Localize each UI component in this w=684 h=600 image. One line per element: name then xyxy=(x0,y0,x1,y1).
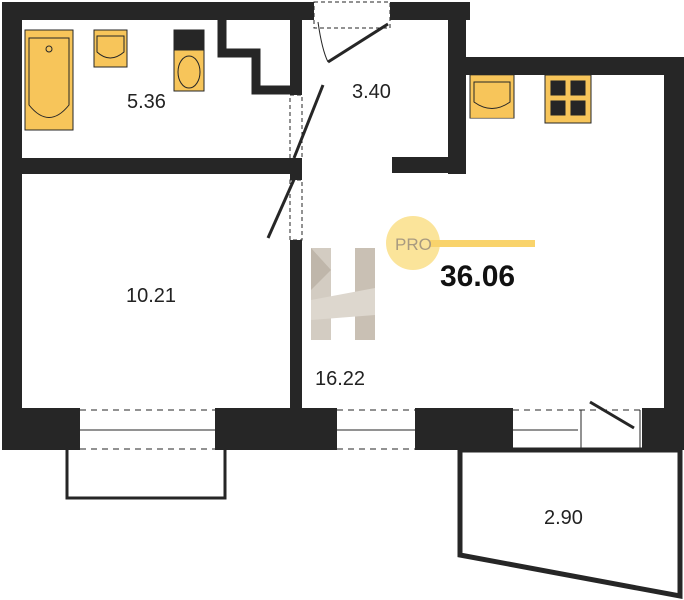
bathtub-icon xyxy=(24,29,74,131)
room-area-hallway: 3.40 xyxy=(352,81,391,103)
balconies xyxy=(65,447,683,600)
windows xyxy=(80,400,642,450)
kitchen-sink-icon xyxy=(469,74,515,119)
total-area: 36.06 xyxy=(440,260,515,293)
pro-badge: PRO xyxy=(386,216,535,270)
room-area-bathroom: 5.36 xyxy=(127,91,166,113)
room-area-kitchen-living: 16.22 xyxy=(315,368,365,390)
walls xyxy=(2,2,684,450)
developer-logo-icon xyxy=(311,248,375,340)
doors xyxy=(266,1,391,241)
bathroom-niche xyxy=(217,20,292,95)
room-area-bedroom: 10.21 xyxy=(126,285,176,307)
room-area-balcony: 2.90 xyxy=(544,507,583,529)
pro-badge-label: PRO xyxy=(395,235,432,254)
fixtures xyxy=(24,29,592,131)
